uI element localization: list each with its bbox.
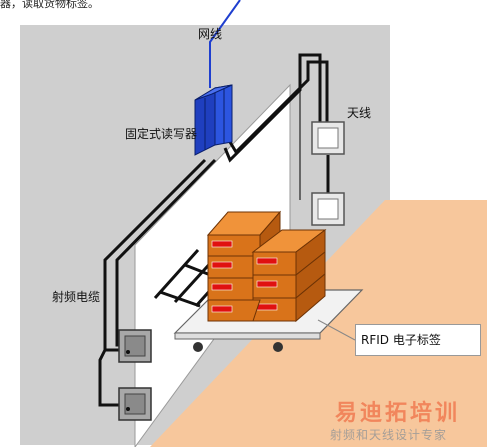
rf-cable-right-outer — [223, 53, 322, 163]
cart-platform-edge — [174, 332, 321, 340]
top-caption: 器，读取货物标签。 — [0, 0, 99, 10]
antenna-icon — [311, 192, 345, 226]
network-cable-label: 网线 — [198, 27, 223, 41]
reader-icon — [194, 84, 233, 156]
tag-leader-line — [317, 319, 356, 341]
antenna-icon — [118, 387, 152, 421]
rf-cable-left-outer — [103, 158, 207, 352]
rf-cable-right-inner — [228, 60, 329, 155]
rf-cable-label: 射频电缆 — [52, 290, 101, 304]
watermark-logo-text: 易迪拓培训 — [335, 401, 461, 426]
network-line — [209, 0, 241, 88]
cart-wheels — [193, 342, 283, 352]
rfid-tag-callout: RFID 电子标签 — [355, 324, 481, 356]
reader-label: 固定式读写器 — [125, 127, 198, 141]
rf-cable-left-lower — [98, 349, 120, 407]
antenna-icon — [311, 121, 345, 155]
watermark-subtitle: 射频和天线设计专家 — [330, 428, 448, 442]
antenna-icon — [118, 329, 152, 363]
antenna-label: 天线 — [347, 106, 372, 120]
box-icon — [206, 210, 327, 323]
